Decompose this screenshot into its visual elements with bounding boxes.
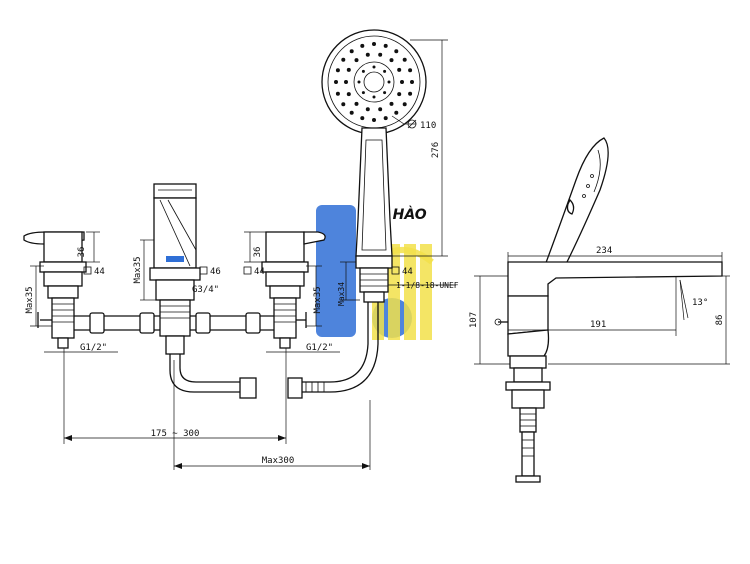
dim-height-107: 107 — [469, 312, 479, 328]
spray-hole — [334, 80, 338, 84]
bottom-dimensions: 175 ~ 300 Max300 — [64, 429, 370, 469]
spray-hole — [372, 42, 376, 46]
connecting-pipes — [74, 300, 379, 399]
spray-hole — [346, 67, 351, 72]
dim-shower-length: 276 — [431, 142, 441, 158]
dim-thread-hose: 1-1/8-18-UNEF — [396, 281, 459, 290]
spray-hole — [346, 92, 351, 97]
spray-hole — [365, 107, 370, 112]
dim-thread-left: G1/2" — [80, 343, 107, 353]
dim-spout-reach: 191 — [590, 320, 606, 330]
right-handle-dimensions: 36 44 Max35 G1/2" — [243, 231, 340, 353]
dim-max34: Max34 — [337, 282, 346, 306]
spray-hole — [397, 92, 402, 97]
dim-thread-right: G1/2" — [306, 343, 333, 353]
dim-spout-length: 234 — [596, 246, 612, 256]
spray-hole — [402, 57, 407, 62]
spray-hole — [360, 43, 365, 48]
spray-hole — [383, 69, 387, 73]
spray-hole — [389, 101, 394, 106]
dim-max35-center: Max35 — [133, 256, 143, 283]
dim-angle: 13° — [692, 298, 708, 308]
spray-hole — [341, 102, 346, 107]
dim-square-right: 44 — [254, 267, 265, 277]
spray-hole — [408, 68, 413, 73]
dim-head-diameter: 110 — [420, 121, 436, 131]
dim-square-hose: 44 — [402, 267, 413, 277]
spray-hole — [349, 49, 354, 54]
dim-handle-left: 36 — [77, 247, 87, 258]
spray-hole — [383, 116, 388, 121]
left-handle — [23, 231, 87, 349]
spray-hole — [372, 95, 376, 99]
spray-hole — [389, 58, 394, 63]
shower-dimensions: 110 276 44 1-1/8-18-UNEF Max34 — [337, 39, 459, 306]
spray-hole — [360, 116, 365, 121]
spray-hole — [383, 91, 387, 95]
spray-hole — [361, 91, 365, 95]
spray-hole — [372, 65, 376, 69]
spray-hole — [378, 52, 383, 57]
spray-hole — [402, 102, 407, 107]
spray-hole — [344, 80, 348, 84]
center-spout-dimensions: Max35 46 G3/4" — [133, 239, 221, 301]
dim-max35-right: Max35 — [313, 286, 323, 313]
dim-spacing: 175 ~ 300 — [151, 429, 200, 439]
spray-hole — [383, 43, 388, 48]
dim-square-left: 44 — [94, 267, 105, 277]
spray-hole — [372, 118, 376, 122]
dim-thread-center: G3/4" — [192, 285, 219, 295]
dim-max35-left: Max35 — [25, 286, 35, 313]
hand-shower — [321, 29, 427, 303]
spray-hole — [400, 80, 404, 84]
right-handle — [261, 231, 326, 349]
spray-hole — [354, 58, 359, 63]
dim-square-center: 46 — [210, 267, 221, 277]
spray-hole — [354, 101, 359, 106]
spray-hole — [394, 110, 399, 115]
spray-hole — [397, 67, 402, 72]
dim-max-width: Max300 — [262, 456, 295, 466]
spray-hole — [341, 57, 346, 62]
spray-hole — [410, 80, 414, 84]
spray-hole — [335, 68, 340, 73]
side-view — [494, 137, 723, 483]
left-handle-dimensions: 36 44 Max35 G1/2" — [25, 231, 118, 353]
spray-hole — [394, 49, 399, 54]
spray-hole — [357, 80, 361, 84]
spray-hole — [408, 91, 413, 96]
spray-hole — [365, 52, 370, 57]
center-spout — [149, 183, 201, 355]
side-view-dimensions: 234 191 107 86 13° — [469, 246, 730, 365]
spray-hole — [349, 110, 354, 115]
dim-handle-right: 36 — [253, 247, 263, 258]
brand-badge — [166, 256, 184, 262]
shower-spray-holes — [334, 42, 414, 122]
spray-hole — [361, 69, 365, 73]
spray-hole — [335, 91, 340, 96]
dim-height-86: 86 — [715, 315, 725, 326]
spray-hole — [378, 107, 383, 112]
spray-hole — [387, 80, 391, 84]
